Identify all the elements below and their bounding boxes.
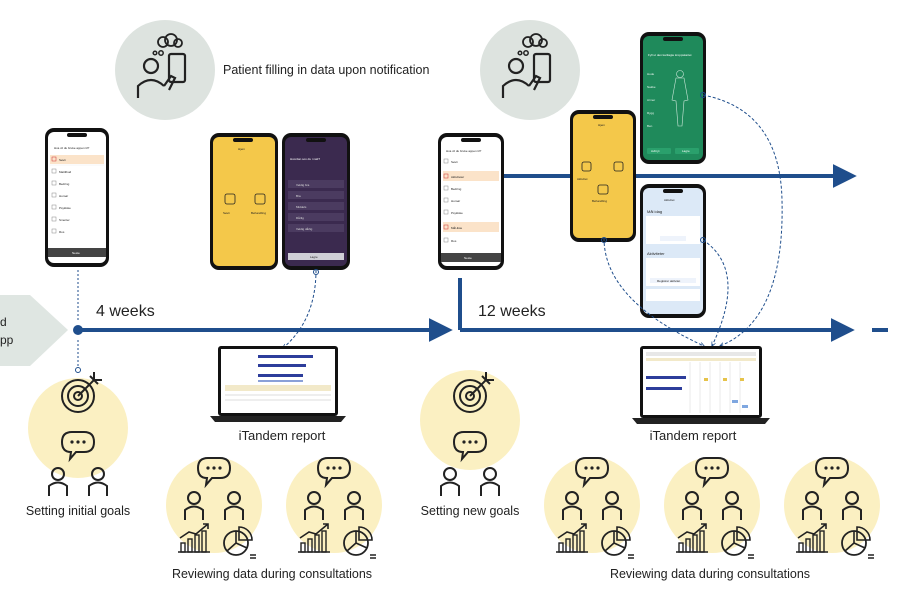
connector-activity-report — [702, 239, 729, 346]
svg-text:Dårlig: Dårlig — [296, 216, 304, 220]
phone3-save-button[interactable]: Lagre — [310, 255, 318, 259]
start-label-line2: pp — [0, 333, 14, 347]
phone-home-2: Hjem Aktivitet Behandling — [570, 110, 636, 242]
svg-text:Mattilbud: Mattilbud — [59, 170, 72, 174]
phone4-next-button[interactable]: Neste — [464, 256, 472, 260]
goals-initial-label: Setting initial goals — [26, 504, 130, 518]
consultation-1 — [166, 457, 262, 559]
svg-text:Veldig bra: Veldig bra — [296, 183, 310, 187]
consultation-3 — [544, 457, 640, 559]
goals-new-label: Setting new goals — [421, 504, 520, 518]
goal-setting-initial — [28, 371, 128, 497]
review-label-2: Reviewing data during consultations — [610, 567, 810, 581]
svg-text:Ros: Ros — [59, 230, 65, 234]
consultation-2 — [286, 457, 382, 559]
timeline-start-dot — [73, 325, 83, 335]
phone3-options: Veldig bra Bra Middels Dårlig Veldig dår… — [288, 180, 344, 232]
connector-phone3-report — [283, 269, 317, 348]
svg-text:Psykiske: Psykiske — [451, 211, 463, 215]
phone-question-dark: Hvordan sov du i natt? Veldig bra Bra Mi… — [282, 133, 350, 270]
report-laptop-1 — [210, 346, 346, 422]
phone-activity: Aktivitet Mål idag Aktiviteter Registrer… — [640, 184, 706, 318]
svg-text:Ben: Ben — [647, 124, 653, 128]
person-icon — [480, 467, 500, 497]
phone4-options: Søvn Aktiviteter Bedring Humør Psykiske … — [443, 158, 499, 243]
svg-text:Bra: Bra — [296, 194, 301, 198]
phone-home-1: Hjem Søvn Behandling — [210, 133, 278, 270]
consultation-5 — [784, 457, 880, 559]
svg-text:Bedring: Bedring — [451, 187, 462, 191]
review-label-1: Reviewing data during consultations — [172, 567, 372, 581]
svg-text:Søvn: Søvn — [223, 211, 230, 215]
phone7-register-button[interactable]: Registrer aktivitet — [657, 279, 680, 283]
start-arrow-shape: d pp — [0, 295, 68, 366]
svg-text:Hode: Hode — [647, 72, 655, 76]
svg-text:Veldig dårlig: Veldig dårlig — [296, 227, 313, 231]
phone1-next-button[interactable]: Neste — [72, 251, 80, 255]
svg-text:Nakke: Nakke — [647, 85, 656, 89]
phone-body-map: Fyll ut den kartlagte kroppskartet Hode … — [640, 32, 706, 164]
svg-text:Behandling: Behandling — [592, 199, 607, 203]
connector-bodymap-report — [702, 94, 783, 346]
svg-text:Psykiske: Psykiske — [59, 206, 71, 210]
phone-questionnaire-1: Hva vil du bruke appen til? Søvn Mattilb… — [45, 128, 109, 267]
phone3-question: Hvordan sov du i natt? — [290, 157, 320, 161]
svg-text:Humør: Humør — [59, 194, 68, 198]
person-icon — [440, 467, 460, 497]
phone6-save-button[interactable]: Lagre — [682, 149, 690, 153]
svg-text:Mål-liste: Mål-liste — [451, 226, 462, 230]
notification-group-2 — [480, 20, 580, 120]
phone1-options: Søvn Mattilbud Bedring Humør Psykiske Sm… — [50, 155, 104, 234]
svg-text:Armer: Armer — [647, 98, 655, 102]
report-laptop-2 — [632, 346, 770, 424]
phone7-section: Aktiviteter — [647, 251, 665, 256]
phone-questionnaire-2: Hva vil du bruke appen til? Søvn Aktivit… — [438, 133, 504, 270]
phone7-header: Aktivitet — [664, 198, 675, 202]
phone7-title: Mål idag — [647, 209, 662, 214]
notification-group-1 — [115, 20, 215, 120]
svg-text:Aktiviteter: Aktiviteter — [451, 175, 464, 179]
consultation-4 — [664, 457, 760, 559]
svg-text:Middels: Middels — [296, 205, 307, 209]
report-label-2: iTandem report — [650, 428, 737, 443]
svg-text:Ros: Ros — [451, 239, 457, 243]
weeks-4-label: 4 weeks — [96, 303, 155, 320]
phone6-header: Fyll ut den kartlagte kroppskartet — [648, 53, 692, 57]
svg-text:Rygg: Rygg — [647, 111, 654, 115]
svg-text:Søvn: Søvn — [59, 158, 66, 162]
svg-text:Aktivitet: Aktivitet — [577, 177, 588, 181]
svg-text:Smerter: Smerter — [59, 218, 70, 222]
phone2-header: Hjem — [238, 147, 246, 151]
phone5-header: Hjem — [598, 123, 606, 127]
notification-caption: Patient filling in data upon notificatio… — [223, 63, 429, 77]
phone1-question: Hva vil du bruke appen til? — [54, 146, 90, 150]
svg-text:Behandling: Behandling — [251, 211, 266, 215]
svg-text:Bedring: Bedring — [59, 182, 70, 186]
report-label-1: iTandem report — [239, 428, 326, 443]
phone4-question: Hva vil du bruke appen til? — [446, 149, 482, 153]
goal-setting-new — [420, 370, 520, 497]
svg-text:Søvn: Søvn — [451, 160, 458, 164]
start-label-line1: d — [0, 315, 7, 329]
svg-text:Humør: Humør — [451, 199, 460, 203]
weeks-12-label: 12 weeks — [478, 303, 546, 320]
connector-home-report — [603, 237, 704, 346]
phone6-cancel-button[interactable]: Avbryt — [651, 149, 660, 153]
